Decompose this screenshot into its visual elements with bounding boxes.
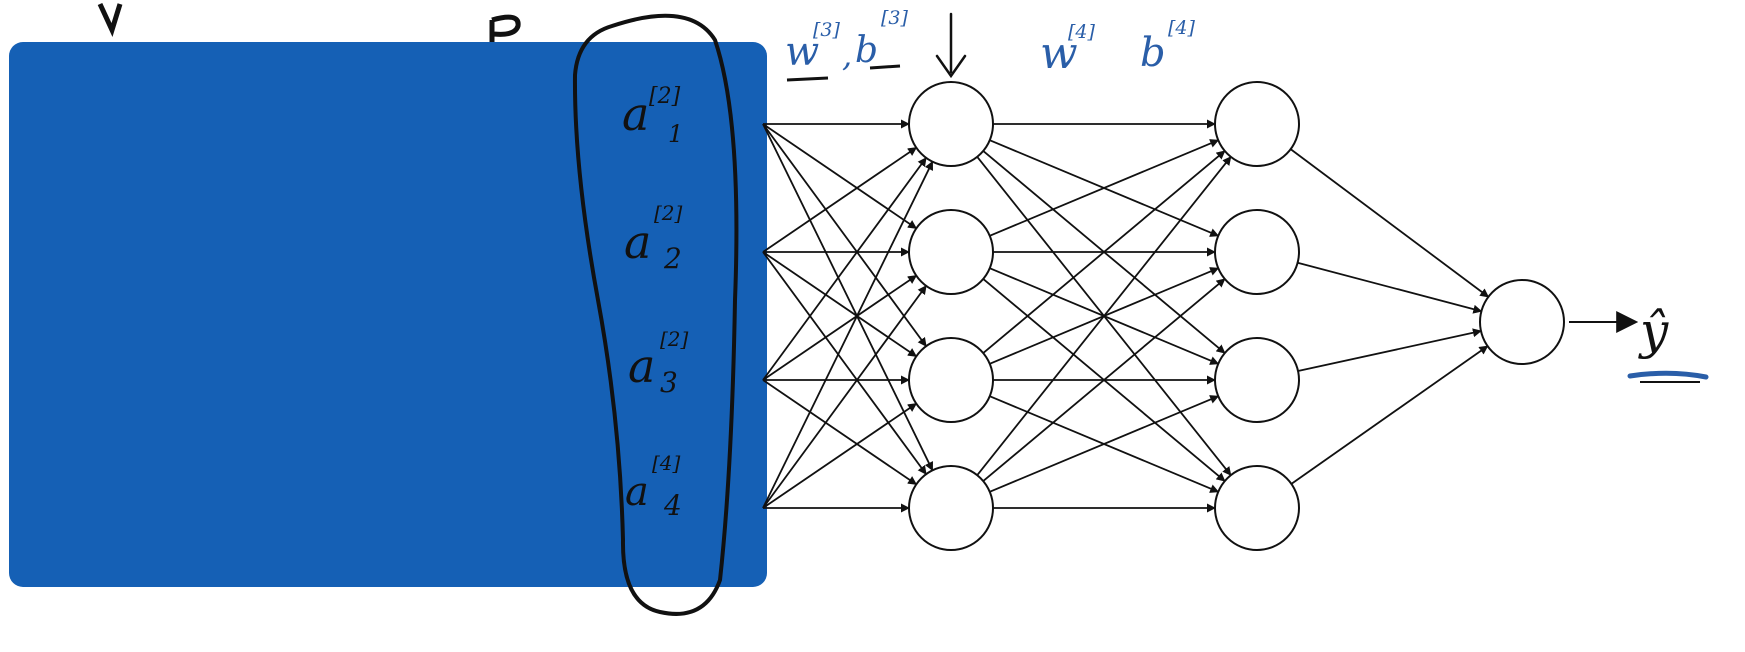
activation-labels: a [2] 1 a [2] 2 a [2] 3 a [4] 4: [622, 84, 689, 522]
layer4-node-2: [1214, 209, 1300, 295]
activation-a2-base: a: [624, 215, 651, 269]
layer3-node-1: [908, 81, 994, 167]
activation-a2: a [2] 2: [624, 201, 683, 275]
edge-l0-n1-to-n2: [762, 251, 918, 358]
activation-a1: a [2] 1: [622, 84, 683, 148]
activation-a3-sup: [2]: [660, 327, 689, 351]
edge-l1-n3-to-n1: [982, 278, 1226, 482]
edge-l0-n1-to-n3: [762, 251, 927, 475]
cropped-title-fragment: [97, 2, 123, 37]
annotation-w4: w: [1040, 28, 1078, 79]
activation-a4-sub: 4: [663, 489, 682, 522]
edge-l0-n3-to-n2: [762, 402, 918, 509]
activation-a3-base: a: [628, 339, 655, 393]
edge-l0-n2-to-n3: [762, 379, 918, 486]
edge-l0-n3-to-n1: [762, 285, 927, 509]
edge-l1-n3-to-n0: [976, 156, 1232, 476]
layer3-node-3: [908, 337, 994, 423]
hidden-layers-panel: [9, 42, 767, 587]
edge-l1-n2-to-n0: [982, 150, 1226, 354]
annotation-b3: b: [855, 30, 878, 71]
annotation-b4-sup: [4]: [1168, 17, 1196, 39]
edge-l1-n1-to-n0: [989, 139, 1220, 237]
layer4-node-3: [1214, 337, 1300, 423]
edge-l0-n3-to-n0: [762, 160, 934, 509]
activation-a1-sup: [2]: [649, 84, 681, 109]
edge-l2-n1-to-n0: [1297, 261, 1483, 314]
edge-l2-n3-to-n0: [1290, 345, 1489, 485]
activation-a2-sub: 2: [663, 242, 682, 275]
parameter-annotations: w [3] , b [3] w [4] b [4]: [785, 7, 1196, 82]
annotation-b4: b: [1140, 30, 1166, 76]
edge-l2-n2-to-n0: [1297, 328, 1482, 372]
activation-a1-base: a: [622, 87, 649, 141]
edge-l2-n0-to-n0: [1290, 148, 1490, 298]
edge-l1-n3-to-n2: [989, 395, 1220, 493]
edge-l0-n0-to-n2: [762, 123, 927, 347]
layer4-node-4: [1214, 465, 1300, 551]
cropped-title-fragment-2: [489, 14, 521, 44]
annotation-underline-b3: [869, 64, 901, 70]
annotation-b3-sup: [3]: [881, 7, 909, 29]
output-label-underline: [1627, 370, 1709, 380]
layer4-node-1: [1214, 81, 1300, 167]
pointer-arrow-icon: [935, 12, 967, 79]
edge-l0-n0-to-n3: [762, 123, 934, 472]
layer3-node-4: [908, 465, 994, 551]
edge-l0-n1-to-n0: [762, 146, 918, 253]
activation-loop: [572, 13, 739, 616]
activation-a1-sub: 1: [668, 120, 683, 148]
edge-l0-n2-to-n0: [762, 157, 927, 381]
annotation-w4-sup: [4]: [1068, 21, 1096, 43]
connection-edges: [762, 119, 1490, 513]
output-label: ŷ: [1638, 302, 1669, 360]
network-nodes: [908, 81, 1565, 551]
annotation-comma: ,: [842, 36, 852, 74]
edge-l0-n0-to-n1: [762, 123, 918, 230]
layer3-node-2: [908, 209, 994, 295]
activation-a4-base: a: [625, 469, 649, 515]
activation-a4: a [4] 4: [625, 451, 682, 522]
activation-a2-sup: [2]: [654, 201, 683, 225]
output-node: [1479, 279, 1565, 365]
edge-l0-n2-to-n1: [762, 274, 918, 381]
annotation-w3: w: [785, 29, 819, 75]
annotation-underline-w3: [786, 76, 829, 82]
activation-a3: a [2] 3: [628, 327, 689, 399]
activation-a3-sub: 3: [660, 366, 678, 399]
annotation-w3-sup: [3]: [813, 19, 841, 41]
activation-a4-sup: [4]: [652, 451, 681, 475]
